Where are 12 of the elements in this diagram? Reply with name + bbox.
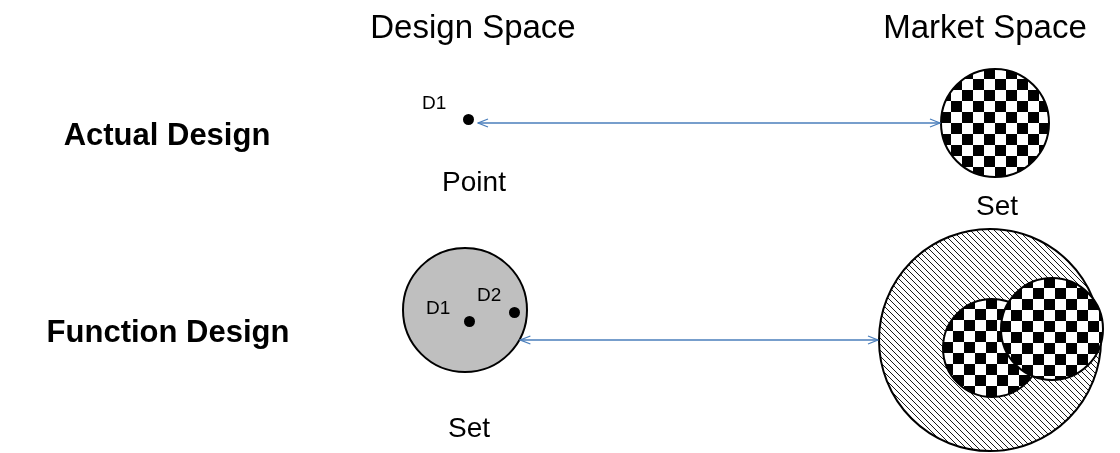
node-label: Point (442, 166, 506, 198)
double-arrow (519, 335, 879, 345)
point-label: D2 (477, 284, 502, 306)
column-heading: Design Space (370, 8, 576, 46)
point-label: D1 (422, 92, 447, 114)
point-label: D1 (426, 297, 451, 319)
double-arrow (477, 118, 941, 128)
row-heading: Function Design (46, 314, 290, 350)
row-heading: Actual Design (63, 117, 271, 153)
column-heading: Market Space (883, 8, 1087, 46)
node-label: Set (976, 190, 1018, 222)
node-label: Set (448, 412, 490, 444)
